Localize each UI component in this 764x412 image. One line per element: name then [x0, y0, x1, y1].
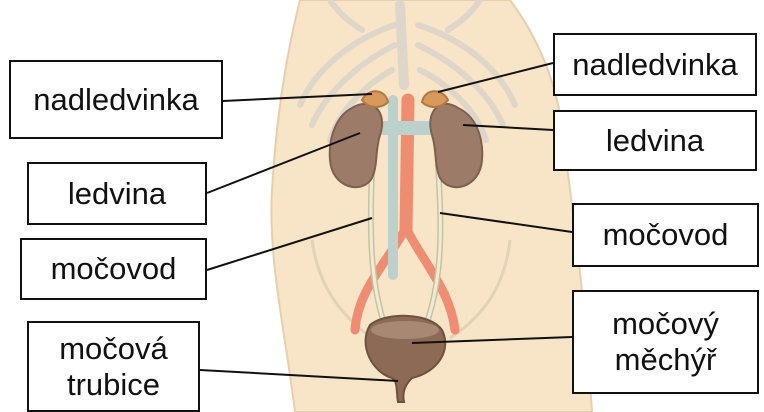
label-adrenal-left: nadledvinka: [9, 60, 223, 139]
label-bladder: močový měchýř: [572, 290, 759, 394]
label-urethra: močová trubice: [27, 321, 200, 412]
label-kidney-right: ledvina: [553, 110, 757, 171]
label-bladder-line1: močový: [612, 306, 719, 342]
label-urethra-line1: močová: [59, 331, 168, 367]
label-kidney-left: ledvina: [27, 162, 207, 225]
label-adrenal-right: nadledvinka: [553, 33, 757, 96]
bladder-highlight: [371, 321, 439, 339]
label-ureter-left: močovod: [20, 238, 207, 300]
label-ureter-right: močovod: [572, 203, 759, 267]
label-bladder-line2: měchýř: [615, 342, 717, 378]
label-urethra-line2: trubice: [67, 367, 160, 403]
